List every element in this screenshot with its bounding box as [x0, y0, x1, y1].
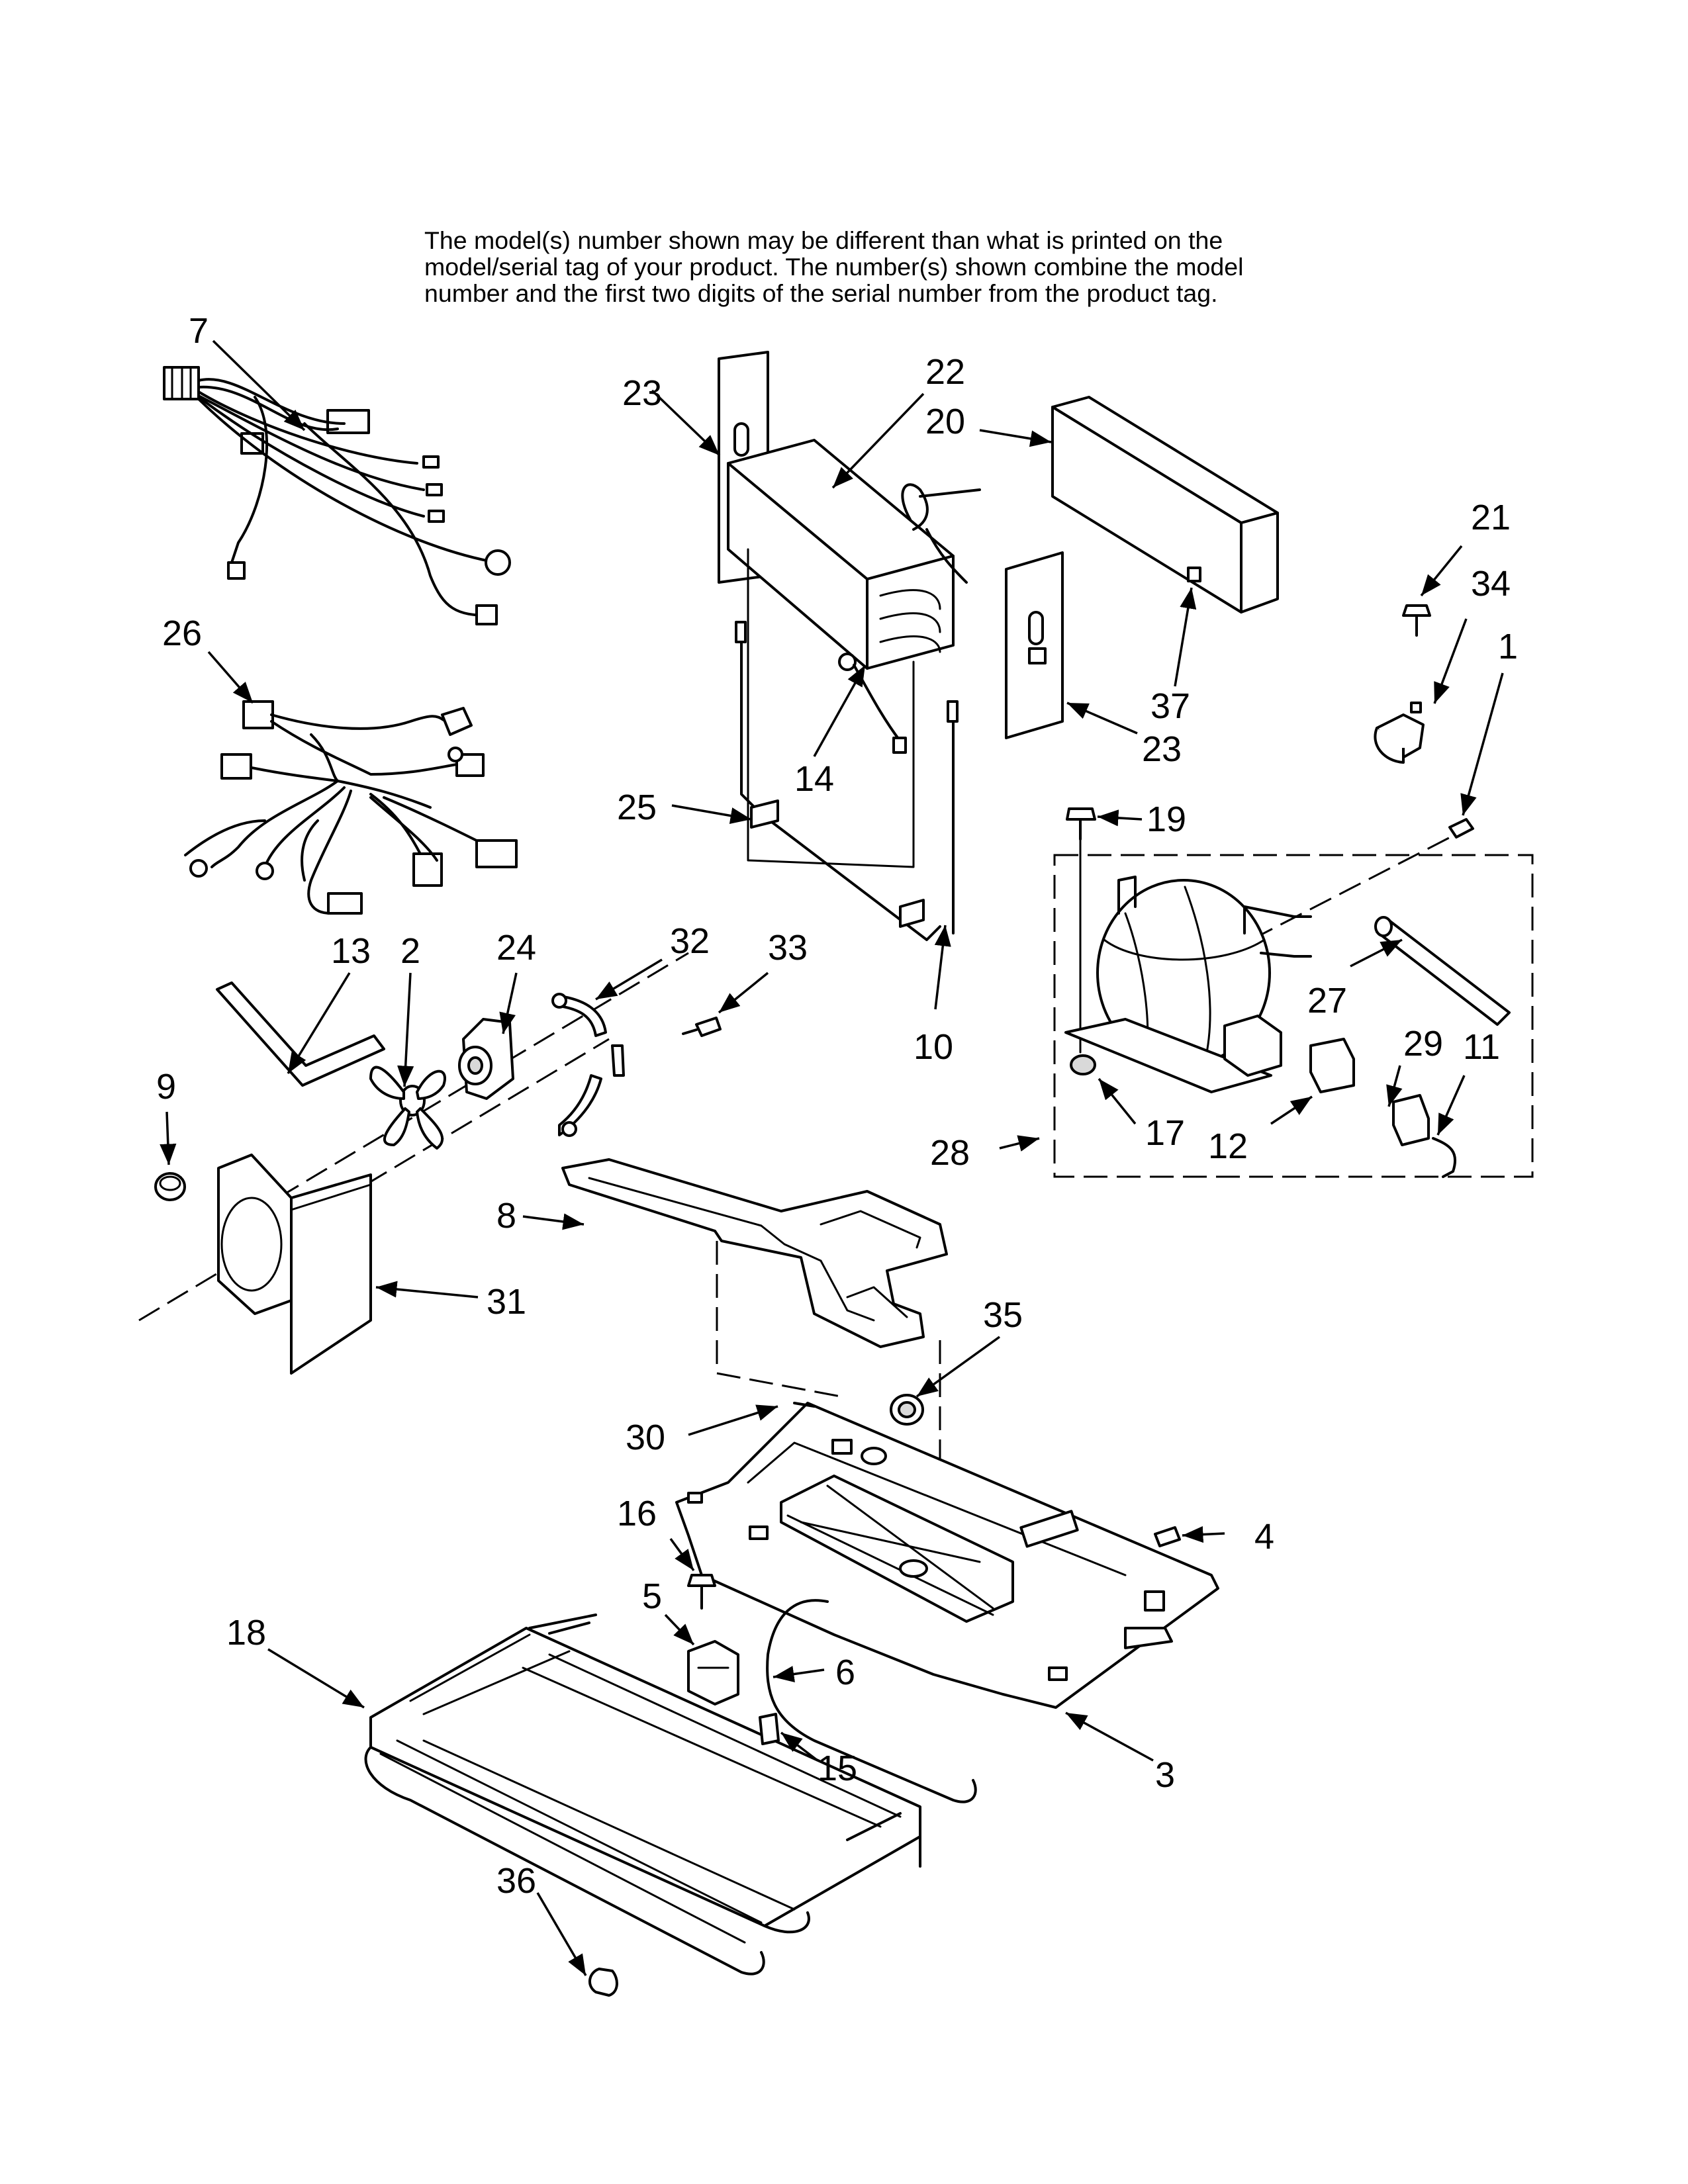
callout-4: 4 — [1254, 1517, 1274, 1557]
callout-11: 11 — [1463, 1027, 1500, 1067]
evaporator-cover — [1051, 396, 1279, 614]
callout-18: 18 — [226, 1613, 266, 1653]
disclaimer-line-3: number and the first two digits of the s… — [424, 279, 1218, 307]
compressor-assembly — [1053, 807, 1534, 1178]
callout-12: 12 — [1208, 1126, 1248, 1166]
callout-21: 21 — [1471, 498, 1511, 537]
drain-pan — [561, 1158, 948, 1463]
callout-5: 5 — [642, 1576, 662, 1616]
condenser-fan-and-motor — [138, 952, 722, 1322]
callout-leaders — [160, 340, 1504, 1976]
callout-29: 29 — [1403, 1024, 1443, 1064]
callout-27: 27 — [1307, 981, 1347, 1021]
condenser-coil — [364, 1599, 977, 1997]
callout-23-left: 23 — [622, 373, 662, 413]
callout-28: 28 — [930, 1133, 970, 1173]
model-number-disclaimer: The model(s) number shown may be differe… — [424, 227, 1351, 306]
callout-31: 31 — [487, 1282, 526, 1322]
callout-33: 33 — [768, 928, 808, 968]
callout-7: 7 — [189, 311, 209, 351]
callout-19: 19 — [1147, 799, 1186, 839]
callout-32: 32 — [670, 921, 710, 961]
disclaimer-line-2: model/serial tag of your product. The nu… — [424, 253, 1244, 281]
callout-20: 20 — [925, 402, 965, 441]
gasket-strip — [216, 981, 385, 1087]
cap-plug — [154, 1172, 186, 1201]
callout-17: 17 — [1145, 1113, 1185, 1153]
disclaimer-line-1: The model(s) number shown may be differe… — [424, 226, 1223, 254]
callout-15: 15 — [818, 1749, 857, 1788]
wire-harness-upper — [163, 366, 511, 625]
callout-10: 10 — [914, 1027, 953, 1067]
callout-23-right: 23 — [1142, 729, 1182, 769]
callout-16: 16 — [617, 1494, 657, 1533]
callout-6: 6 — [835, 1653, 855, 1692]
callout-8: 8 — [496, 1196, 516, 1236]
callout-24: 24 — [496, 928, 536, 968]
callout-14: 14 — [794, 759, 834, 799]
callout-35: 35 — [983, 1295, 1023, 1335]
wire-harness-lower — [184, 700, 518, 915]
evaporator-assembly — [718, 351, 1064, 941]
callout-30: 30 — [626, 1418, 665, 1457]
callout-34: 34 — [1471, 564, 1511, 604]
fan-shroud — [217, 1154, 372, 1375]
callout-37: 37 — [1150, 686, 1190, 726]
callout-13: 13 — [331, 931, 371, 971]
callout-numbers: 7 26 23 22 20 23 14 37 25 10 21 34 1 19 … — [156, 311, 1518, 1901]
compressor-bracket — [1374, 604, 1431, 764]
callout-3: 3 — [1155, 1755, 1175, 1795]
callout-1: 1 — [1498, 627, 1518, 666]
callout-25: 25 — [617, 788, 657, 827]
callout-9: 9 — [156, 1067, 176, 1107]
callout-36: 36 — [496, 1861, 536, 1901]
callout-2: 2 — [400, 931, 420, 971]
callout-26: 26 — [162, 614, 202, 653]
callout-22: 22 — [925, 352, 965, 392]
machine-compartment-base — [675, 1394, 1219, 1709]
